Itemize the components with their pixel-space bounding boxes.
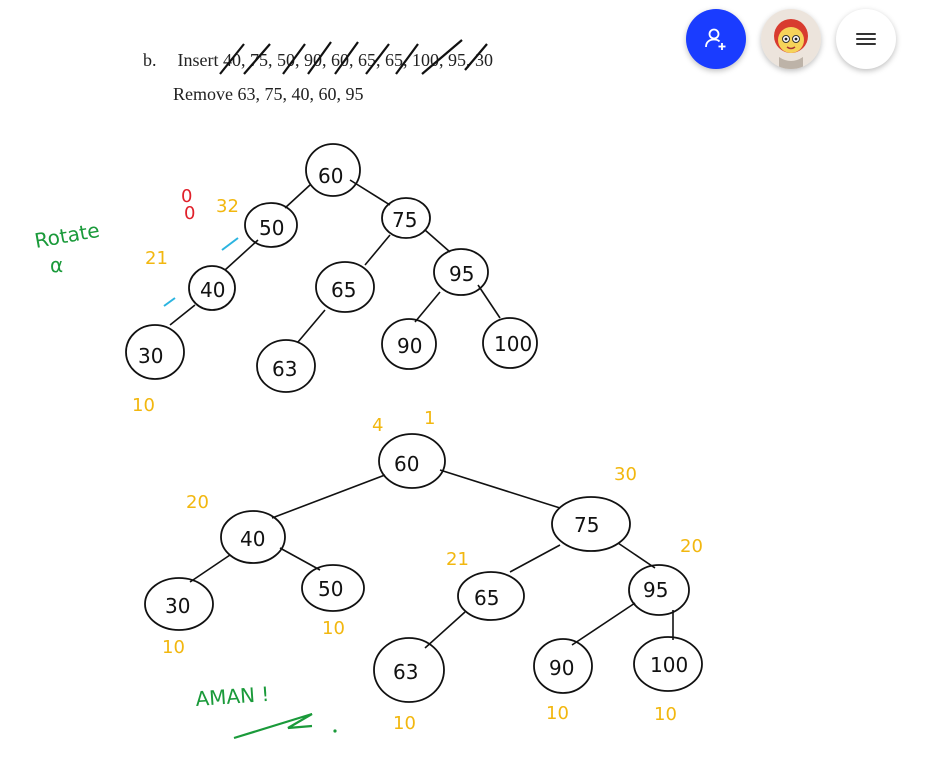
- height-annotation: 20: [680, 536, 703, 557]
- height-annotation: 21: [145, 248, 168, 269]
- node-label: 50: [259, 216, 284, 240]
- node-label: 63: [272, 357, 297, 381]
- height-annotation: 10: [322, 618, 345, 639]
- blue-marks: [163, 237, 239, 307]
- height-annotation: 10: [393, 713, 416, 734]
- node-label: 65: [474, 586, 499, 610]
- height-annotation: 30: [614, 464, 637, 485]
- node-label: 60: [394, 452, 419, 476]
- node-label: 30: [138, 344, 163, 368]
- alpha-annotation: α: [50, 253, 63, 277]
- node-label: 90: [397, 334, 422, 358]
- insert-value: 95,: [447, 50, 475, 70]
- rotate-annotation: Rotate: [33, 218, 102, 253]
- top-tree-nodes: [125, 143, 538, 393]
- red-annotation-sub: 0: [184, 203, 195, 224]
- insert-value: 75,: [249, 50, 277, 70]
- height-annotation: 10: [132, 395, 155, 416]
- signature-dot: [333, 729, 337, 733]
- top-tree-labels: 60 50 75 40 65 95 30 63 90 100: [138, 164, 532, 381]
- node-label: 100: [494, 332, 532, 356]
- height-annotation: 21: [446, 549, 469, 570]
- signature: AMAN !: [195, 682, 270, 711]
- menu-button[interactable]: [836, 9, 896, 69]
- node-label: 63: [393, 660, 418, 684]
- question-line-remove: Remove 63, 75, 40, 60, 95: [173, 84, 364, 104]
- height-annotation: 10: [546, 703, 569, 724]
- bottom-tree-edges: [189, 469, 674, 649]
- insert-value: 50,: [276, 50, 304, 70]
- height-annotation: 10: [162, 637, 185, 658]
- node-label: 100: [650, 653, 688, 677]
- user-avatar[interactable]: [761, 9, 821, 69]
- insert-value: 100,: [411, 50, 448, 70]
- node-label: 40: [200, 278, 225, 302]
- insert-value: 40,: [222, 50, 250, 70]
- node-label: 75: [574, 513, 599, 537]
- node-label: 65: [331, 278, 356, 302]
- node-label: 95: [643, 578, 668, 602]
- insert-value: 30: [474, 50, 493, 70]
- hamburger-icon: [856, 30, 876, 48]
- item-label: b.: [143, 50, 157, 70]
- node-label: 40: [240, 527, 265, 551]
- node-label: 75: [392, 208, 417, 232]
- red-annotation: 0: [181, 186, 192, 207]
- signature-underline: [233, 712, 313, 740]
- node-label: 95: [449, 262, 474, 286]
- bottom-tree-nodes: [144, 433, 703, 703]
- add-user-button[interactable]: [686, 9, 746, 69]
- bottom-tree-labels: 60 40 75 30 50 65 95 63 90 100: [165, 452, 688, 684]
- add-person-icon: [705, 28, 726, 50]
- node-label: 60: [318, 164, 343, 188]
- avatar-image: [761, 9, 821, 69]
- height-annotation: 1: [424, 408, 435, 429]
- insert-values: 40, 75, 50, 90, 60, 65, 65, 100, 95, 30: [223, 50, 493, 70]
- height-annotation: 4: [372, 415, 383, 436]
- strike-marks: [219, 39, 488, 75]
- height-annotation: 20: [186, 492, 209, 513]
- insert-prefix: Insert: [177, 50, 219, 70]
- node-label: 30: [165, 594, 190, 618]
- node-label: 50: [318, 577, 343, 601]
- insert-value: 65,: [357, 50, 385, 70]
- height-annotation: 32: [216, 196, 239, 217]
- question-line-insert: b. Insert 40, 75, 50, 90, 60, 65, 65, 10…: [143, 50, 493, 71]
- node-label: 90: [549, 656, 574, 680]
- height-annotation: 10: [654, 704, 677, 725]
